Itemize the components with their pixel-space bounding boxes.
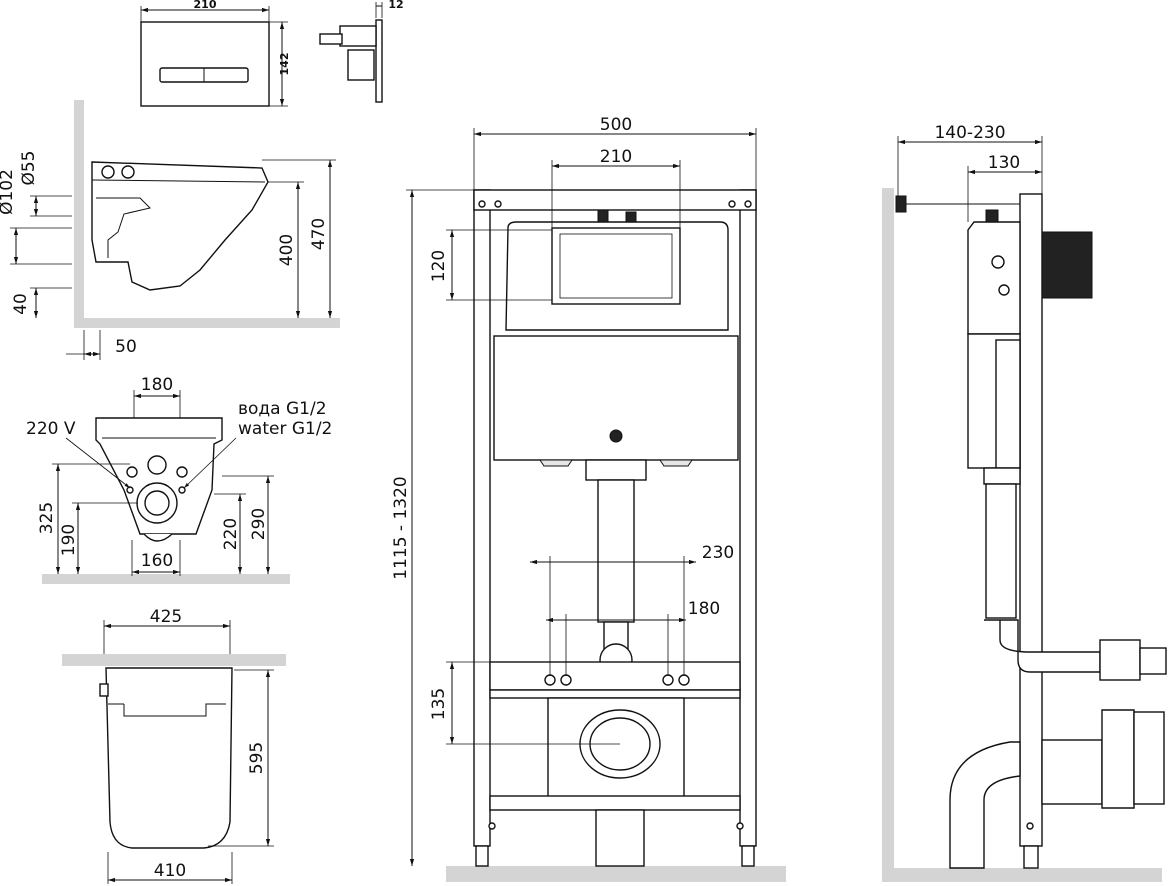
rear-height-290-label: 290 <box>249 508 269 540</box>
frame-plate-height-120-label: 120 <box>429 250 449 282</box>
frame-height-135-label: 135 <box>429 688 449 720</box>
bowl-height-400-label: 400 <box>277 234 297 266</box>
top-width-425-label: 425 <box>150 607 182 627</box>
rear-height-190-label: 190 <box>59 524 79 556</box>
frame-plate-width-210-label: 210 <box>600 147 632 167</box>
plate-depth-label: 12 <box>388 0 403 11</box>
power-label: 220 V <box>26 419 76 439</box>
flush-plate-front-view: 210 142 <box>140 0 291 107</box>
diameter-102-label: Ø102 <box>0 169 17 215</box>
rear-height-220-label: 220 <box>221 518 241 550</box>
water-label-en: water G1/2 <box>238 419 332 439</box>
installation-frame-front-view: 500 210 120 1115 - 1320 230 180 135 <box>391 115 786 882</box>
plate-height-label: 142 <box>278 53 291 76</box>
water-label-ru: вода G1/2 <box>238 399 327 419</box>
frame-width-500-label: 500 <box>600 115 632 135</box>
side-depth-130-label: 130 <box>988 153 1020 173</box>
diameter-55-label: Ø55 <box>19 150 39 185</box>
frame-width-180-label: 180 <box>688 599 720 619</box>
offset-50-label: 50 <box>115 337 137 357</box>
height-40-label: 40 <box>11 293 31 315</box>
frame-height-range-label: 1115 - 1320 <box>391 476 411 579</box>
rear-height-325-label: 325 <box>37 502 57 534</box>
side-depth-140-230-label: 140-230 <box>934 123 1005 143</box>
plate-width-label: 210 <box>194 0 217 11</box>
rear-width-160-label: 160 <box>141 551 173 571</box>
bowl-rear-view: 180 220 V вода G1/2 water G1/2 325 190 2… <box>26 375 332 584</box>
flush-plate-side-view: 12 <box>319 0 404 103</box>
top-width-410-label: 410 <box>154 861 186 881</box>
installation-frame-side-view: 140-230 130 <box>882 123 1167 882</box>
frame-width-230-label: 230 <box>702 543 734 563</box>
bowl-height-470-label: 470 <box>309 218 329 250</box>
top-length-595-label: 595 <box>247 742 267 774</box>
bowl-top-view: 425 595 410 <box>62 607 286 884</box>
rear-width-180-label: 180 <box>141 375 173 395</box>
bowl-side-view: 400 470 Ø55 Ø102 40 50 <box>0 100 340 360</box>
